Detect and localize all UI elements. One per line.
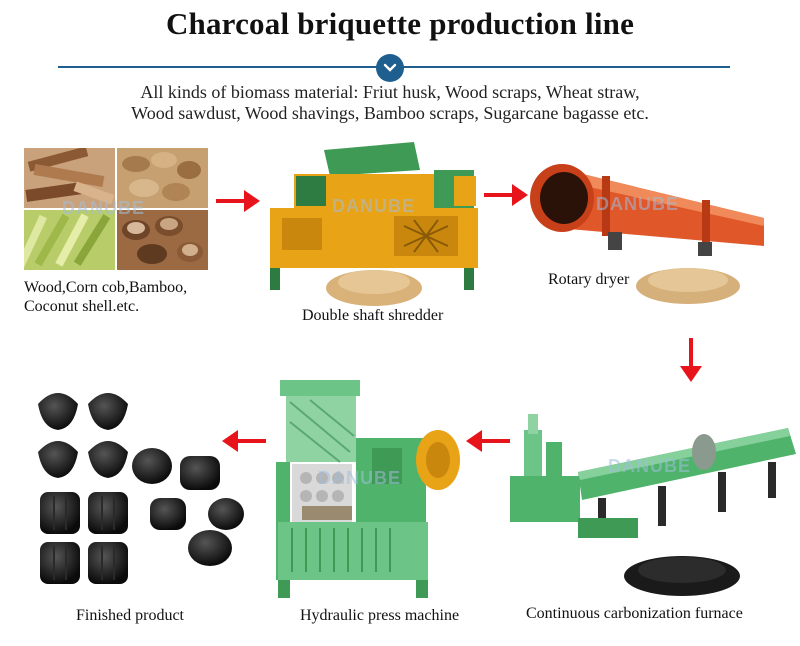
watermark-logo: DANUBE — [318, 468, 402, 488]
shredder-label: Double shaft shredder — [302, 307, 444, 324]
page-title: Charcoal briquette production line — [165, 6, 635, 41]
raw-label-line-1: Wood,Corn cob,Bamboo, — [24, 279, 188, 296]
product-label: Finished product — [76, 607, 184, 624]
arrow-right-icon — [216, 188, 260, 214]
watermark-logo: DANUBE — [608, 456, 692, 476]
chevron-down-icon — [376, 54, 404, 82]
press-machine-image — [272, 378, 468, 600]
arrow-right-icon — [484, 182, 528, 208]
finished-product-image — [30, 386, 246, 588]
rotary-dryer-image — [528, 158, 772, 308]
carbonization-furnace-image — [508, 406, 800, 598]
press-label: Hydraulic press machine — [300, 607, 460, 624]
watermark-logo: DANUBE — [62, 198, 146, 218]
raw-materials-label: Wood,Corn cob,Bamboo, Coconut shell.etc. — [24, 278, 187, 316]
furnace-label: Continuous carbonization furnace — [526, 605, 743, 622]
raw-label-line-2: Coconut shell.etc. — [24, 298, 140, 315]
arrow-down-icon — [678, 338, 704, 382]
materials-description: All kinds of biomass material: Friut hus… — [60, 82, 720, 124]
arrow-left-icon — [466, 428, 510, 454]
materials-line-2: Wood sawdust, Wood shavings, Bamboo scra… — [131, 103, 649, 123]
watermark-logo: DANUBE — [596, 194, 680, 214]
watermark-logo: DANUBE — [332, 196, 416, 216]
shredder-machine-image — [264, 140, 496, 310]
arrow-left-icon — [222, 428, 266, 454]
dryer-label: Rotary dryer — [548, 271, 630, 288]
raw-materials-image — [24, 148, 208, 270]
materials-line-1: All kinds of biomass material: Friut hus… — [140, 82, 640, 102]
